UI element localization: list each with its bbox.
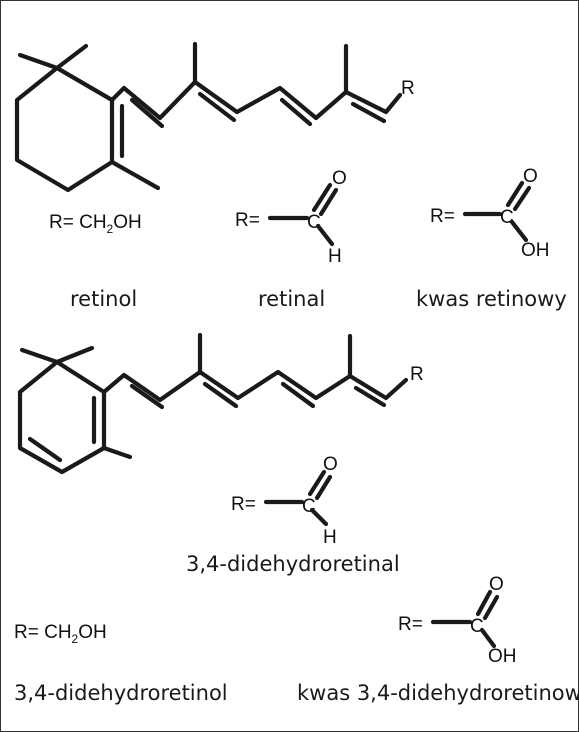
didehydroretinal-r-eq: R= (231, 494, 256, 515)
didehydroretinoic-acid-oh-group: OH (488, 646, 517, 667)
retinoic-acid-co-bond-2 (512, 185, 532, 212)
didehydroretinal-o-atom: O (323, 454, 338, 475)
bottom-chain-double-bond-3 (280, 381, 316, 409)
bottom-chain-double-bond-1 (129, 383, 165, 410)
didehydroretinal-substituent: R= C O H (231, 454, 338, 548)
bottom-ring-double-bond-2 (27, 436, 63, 463)
didehydroretinal-co-bond-1 (307, 469, 327, 497)
didehydroretinal-ch-bond (309, 507, 329, 527)
bottom-gem-methyl-2 (54, 345, 95, 365)
retinal-name: retinal (258, 287, 325, 311)
retinal-substituent: R= C O H (235, 168, 347, 267)
top-gem-methyl-2 (54, 43, 89, 71)
retinal-co-bond-1 (311, 182, 333, 213)
bottom-r-label: R (410, 364, 424, 385)
didehydroretinol-name: 3,4-didehydroretinol (14, 681, 228, 705)
bottom-polyene-chain (101, 369, 409, 403)
bottom-ring-bonds (17, 359, 107, 475)
bottom-chain-double-bond-2 (202, 381, 239, 409)
retinal-ch-bond (315, 223, 335, 247)
didehydroretinoic-acid-name: kwas 3,4-didehydroretinowy (297, 681, 579, 705)
didehydroretinoic-acid-co-bond-2 (482, 594, 500, 621)
didehydroretinoic-acid-co-bond-1 (475, 589, 493, 617)
retinoic-acid-name: kwas retinowy (416, 287, 567, 311)
top-gem-methyl-1 (17, 52, 60, 71)
retinal-o-atom: O (332, 168, 347, 189)
top-retinoid-skeleton: R (14, 41, 415, 193)
top-chain-double-bond-3 (279, 97, 313, 127)
top-r-label: R (401, 78, 415, 99)
top-ring-bonds (14, 65, 115, 193)
didehydroretinoic-acid-o-atom: O (489, 574, 504, 595)
top-polyene-chain (109, 79, 403, 121)
didehydroretinoic-acid-c-atom: C (470, 616, 484, 637)
didehydroretinoic-acid-substituent: R= C O OH (398, 574, 517, 667)
retinol-name: retinol (70, 287, 137, 311)
bottom-chain-double-bond-4 (353, 385, 387, 408)
didehydroretinal-name: 3,4-didehydroretinal (186, 552, 400, 576)
top-chain-double-bond-1 (129, 97, 165, 129)
didehydroretinol-substituent: R= CH2OH (14, 622, 107, 646)
retinal-r-eq: R= (235, 210, 260, 231)
retinol-substituent: R= CH2OH (49, 212, 142, 236)
top-ring-methyl (109, 159, 161, 191)
bottom-gem-methyl-1 (19, 347, 60, 365)
retinoic-acid-o-atom: O (523, 166, 538, 187)
retinoic-acid-oh-group: OH (521, 240, 550, 261)
didehydroretinoic-acid-coh-bond (479, 627, 497, 649)
retinoic-acid-co-bond-1 (505, 180, 525, 208)
bottom-ring-methyl (101, 445, 133, 460)
retinoic-acid-r-eq: R= (430, 206, 455, 227)
retinoic-acid-coh-bond (509, 219, 529, 243)
bottom-didehydro-skeleton: R (17, 332, 424, 475)
top-chain-double-bond-2 (197, 91, 237, 123)
retinol-formula: R= CH2OH (49, 212, 142, 236)
retinoic-acid-substituent: R= C O OH (430, 166, 550, 261)
retinal-co-bond-2 (318, 187, 339, 217)
didehydroretinal-co-bond-2 (314, 474, 333, 501)
retinal-h-atom: H (328, 246, 342, 267)
didehydroretinal-h-atom: H (323, 527, 337, 548)
didehydroretinol-formula: R= CH2OH (14, 622, 107, 646)
top-chain-double-bond-4 (350, 101, 387, 124)
didehydroretinoic-acid-r-eq: R= (398, 614, 423, 635)
